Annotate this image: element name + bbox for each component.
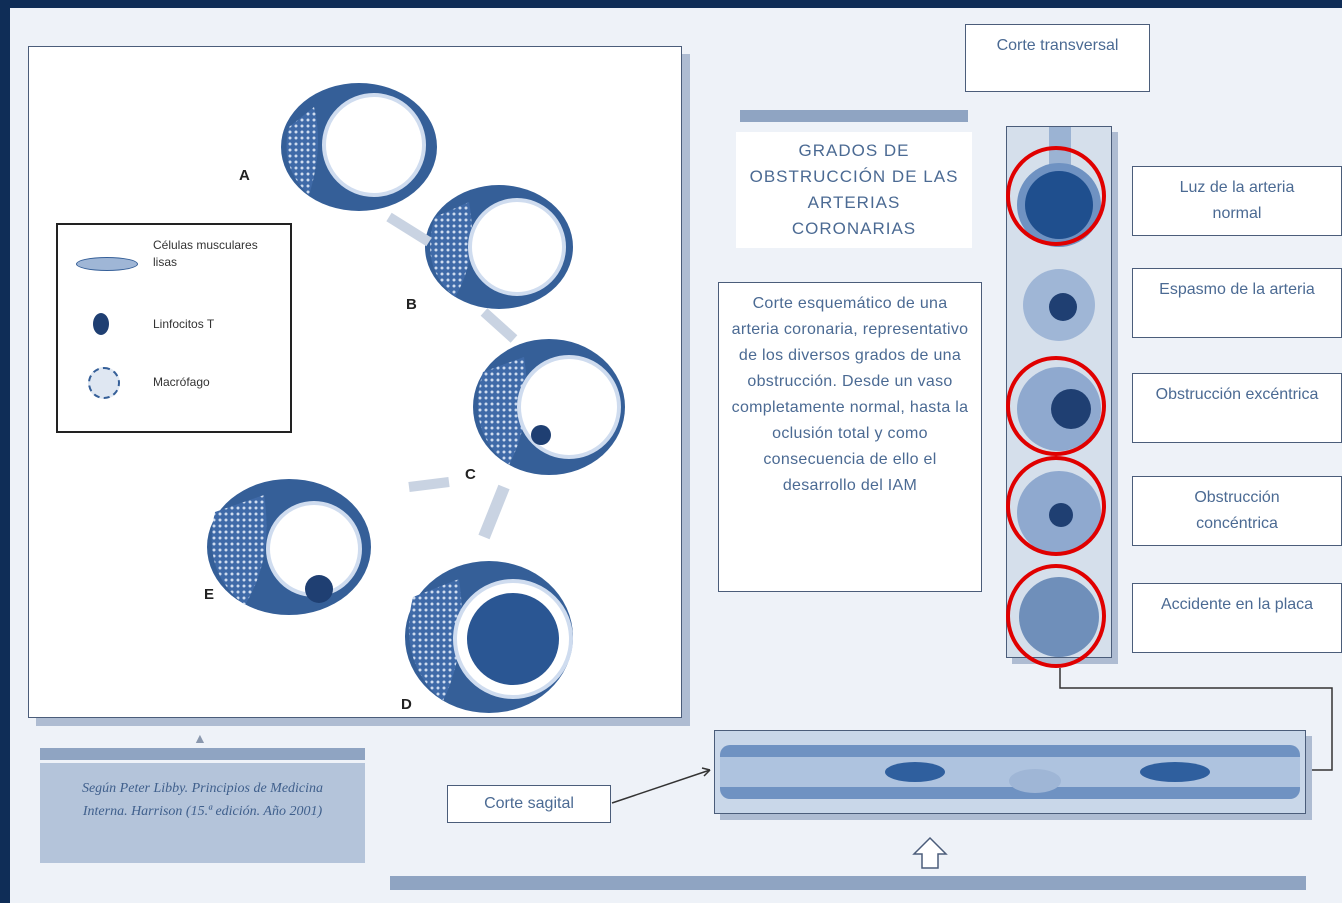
arrow-b-c (484, 312, 514, 339)
t-lymphocyte-icon (93, 313, 109, 335)
legend-item-macrophage: Macrófago (68, 367, 278, 401)
highlight-ring (1006, 146, 1106, 246)
arrow-up-icon: ▲ (193, 730, 207, 746)
grade-label-eccentric: Obstrucción excéntrica (1132, 373, 1342, 443)
legend-item-smooth-muscle: Células musculares lisas (68, 237, 278, 293)
grade-label-concentric: Obstrucción concéntrica (1132, 476, 1342, 546)
title-bar (740, 110, 968, 122)
grade-label-spasm: Espasmo de la arteria (1132, 268, 1342, 338)
sagittal-label: Corte sagital (447, 785, 611, 823)
legend-item-t-lymphocyte: Linfocitos T (68, 311, 278, 341)
description-box: Corte esquemático de una arteria coronar… (718, 282, 982, 592)
grade-label-plaque: Accidente en la placa (1132, 583, 1342, 653)
legend-label: Macrófago (153, 375, 210, 389)
stage-label-a: A (239, 167, 250, 184)
canvas: A B C D E Células musculares lisas Linfo… (10, 8, 1342, 903)
atherosclerosis-diagram-panel: A B C D E Células musculares lisas Linfo… (28, 46, 682, 718)
arrow-a-b (389, 217, 429, 242)
bottom-bar (390, 876, 1306, 890)
legend-label: Células musculares lisas (153, 237, 263, 271)
highlight-ring (1006, 564, 1106, 668)
citation-bar (40, 748, 365, 760)
arrow-c-e (409, 482, 449, 487)
highlight-ring (1006, 356, 1106, 456)
grade-label-normal: Luz de la arteria normal (1132, 166, 1342, 236)
arrow-c-d (484, 487, 504, 537)
stage-label-c: C (465, 466, 476, 483)
cross-section-label: Corte transversal (965, 24, 1150, 92)
source-citation: Según Peter Libby. Principios de Medicin… (40, 763, 365, 863)
highlight-ring (1006, 456, 1106, 556)
artery-stage-e (207, 479, 371, 615)
sagittal-section-panel (714, 730, 1306, 814)
diagram-title: GRADOS DE OBSTRUCCIÓN DE LAS ARTERIAS CO… (736, 132, 972, 248)
stage-label-e: E (204, 586, 214, 603)
macrophage-icon (88, 367, 120, 399)
artery-stage-c (473, 339, 625, 475)
artery-stage-b (425, 185, 573, 309)
section-spasm (1023, 269, 1095, 341)
double-up-arrow-icon (910, 836, 950, 870)
legend-label: Linfocitos T (153, 317, 214, 331)
sagittal-artery-illustration (715, 731, 1305, 813)
smooth-muscle-cell-icon (76, 257, 138, 271)
stage-label-d: D (401, 696, 412, 713)
stage-label-b: B (406, 296, 417, 313)
artery-stage-a (281, 83, 437, 211)
legend-box: Células musculares lisas Linfocitos T Ma… (56, 223, 292, 433)
artery-stage-d (405, 561, 573, 713)
